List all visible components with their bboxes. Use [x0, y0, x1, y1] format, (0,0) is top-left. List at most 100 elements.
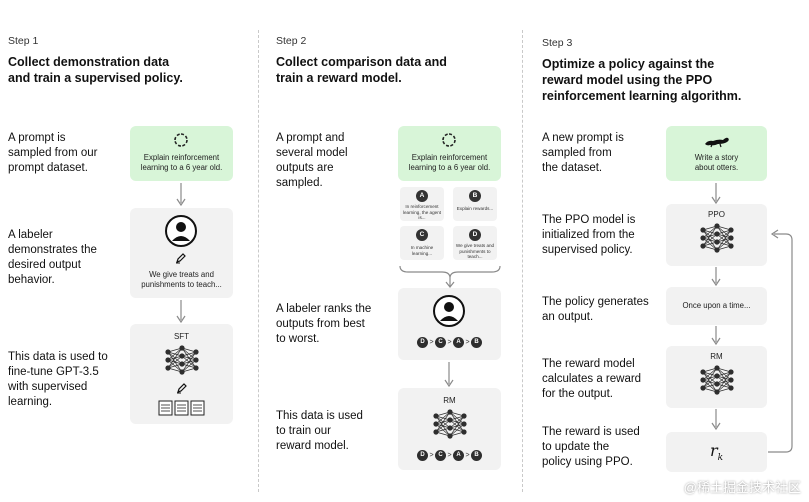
- greater-than-sign: >: [447, 339, 452, 346]
- step3-title-line1: Optimize a policy against the: [542, 57, 715, 71]
- desc-line: to train our: [276, 425, 331, 437]
- desc-line: the dataset.: [542, 162, 603, 174]
- documents-icon: [158, 400, 205, 416]
- step3-prompt-box: Write a story about otters.: [666, 126, 767, 181]
- desc-line: The PPO model is: [542, 214, 636, 226]
- rank-item: B: [471, 450, 482, 461]
- step1-desc-sft: This data is used to fine-tune GPT-3.5 w…: [8, 350, 108, 410]
- step3-output-box: Once upon a time...: [666, 287, 767, 325]
- step1-title-line1: Collect demonstration data: [8, 55, 170, 69]
- refresh-cycle-icon: [174, 133, 188, 147]
- rank-item: C: [435, 450, 446, 461]
- rank-item: D: [417, 450, 428, 461]
- step1-title-line2: and train a supervised policy.: [8, 71, 183, 85]
- greater-than-sign: >: [465, 452, 470, 459]
- desc-line: A labeler ranks the: [276, 303, 372, 315]
- step3-rm-box: RM: [666, 346, 767, 408]
- desc-line: fine-tune GPT-3.5: [8, 366, 99, 378]
- arrow-down-icon: [444, 362, 454, 388]
- step2-column: Step 2 Collect comparison data and train…: [268, 0, 522, 502]
- column-divider: [258, 30, 259, 492]
- output-text: Explain rewards...: [456, 206, 494, 211]
- step3-desc-prompt: A new prompt is sampled from the dataset…: [542, 131, 624, 176]
- pencil-icon: [176, 253, 186, 264]
- sft-label: SFT: [173, 332, 190, 341]
- desc-line: an output.: [542, 311, 594, 323]
- step1-prompt-box: Explain reinforcement learning to a 6 ye…: [130, 126, 233, 181]
- greater-than-sign: >: [429, 339, 434, 346]
- step3-title-line3: reinforcement learning algorithm.: [542, 89, 742, 103]
- step2-rm-box: RM D>C>A>B: [398, 388, 501, 470]
- rank-item: A: [453, 450, 464, 461]
- refresh-cycle-icon: [442, 133, 456, 147]
- person-icon: [433, 295, 465, 327]
- pencil-icon: [177, 383, 187, 394]
- desc-line: reward model.: [276, 440, 349, 452]
- arrow-down-icon: [711, 267, 721, 287]
- step2-prompt-box: Explain reinforcement learning to a 6 ye…: [398, 126, 501, 181]
- feedback-loop-arrow-icon: [768, 229, 793, 453]
- step2-desc-rm: This data is used to train our reward mo…: [276, 409, 363, 454]
- output-text: We give treats and punishments to teach.…: [455, 243, 495, 259]
- desc-line: prompt dataset.: [8, 162, 88, 174]
- desc-line: desired output: [8, 259, 81, 271]
- step3-ppo-box: PPO: [666, 204, 767, 266]
- desc-line: behavior.: [8, 274, 55, 286]
- bracket-arrow-icon: [399, 266, 501, 288]
- desc-line: several model: [276, 147, 348, 159]
- rank-item: A: [453, 337, 464, 348]
- rank-item: D: [417, 337, 428, 348]
- step2-ranking-box: D>C>A>B: [398, 288, 501, 360]
- output-text: In reinforcement learning, the agent is.…: [402, 204, 442, 220]
- desc-line: The reward is used: [542, 426, 640, 438]
- step3-reward-box: rk: [666, 432, 767, 472]
- greater-than-sign: >: [465, 339, 470, 346]
- step1-column: Step 1 Collect demonstration data and tr…: [0, 0, 258, 502]
- neural-network-icon: [165, 345, 199, 375]
- desc-line: with supervised: [8, 381, 88, 393]
- prompt-line: about otters.: [694, 163, 739, 172]
- desc-line: A prompt and: [276, 132, 345, 144]
- greater-than-sign: >: [429, 452, 434, 459]
- step1-title: Collect demonstration data and train a s…: [8, 54, 253, 86]
- step3-column: Step 3 Optimize a policy against the rew…: [534, 0, 809, 502]
- step2-desc-outputs: A prompt and several model outputs are s…: [276, 131, 348, 191]
- step1-prompt-text: Explain reinforcement learning to a 6 ye…: [130, 153, 233, 173]
- labeler-line: punishments to teach...: [141, 280, 222, 289]
- step3-desc-update: The reward is used to update the policy …: [542, 425, 640, 470]
- output-badge: C: [416, 229, 428, 241]
- desc-line: initialized from the: [542, 229, 635, 241]
- arrow-down-icon: [711, 183, 721, 205]
- step2-prompt-text: Explain reinforcement learning to a 6 ye…: [398, 153, 501, 173]
- prompt-line: learning to a 6 year old.: [408, 163, 491, 172]
- rank-item: C: [435, 337, 446, 348]
- desc-line: to update the: [542, 441, 610, 453]
- arrow-down-icon: [711, 326, 721, 346]
- step3-desc-ppo: The PPO model is initialized from the su…: [542, 213, 635, 258]
- step2-outputs-box: A In reinforcement learning, the agent i…: [398, 185, 501, 267]
- desc-line: sampled.: [276, 177, 323, 189]
- rm-label: RM: [443, 396, 456, 405]
- step2-title: Collect comparison data and train a rewa…: [276, 54, 516, 86]
- desc-line: supervised policy.: [542, 244, 633, 256]
- step1-label: Step 1: [8, 35, 39, 47]
- neural-network-icon: [433, 409, 467, 439]
- neural-network-icon: [700, 365, 734, 395]
- output-badge: D: [469, 229, 481, 241]
- reward-subscript: k: [717, 453, 724, 464]
- column-divider: [522, 30, 523, 492]
- ranking-order: D>C>A>B: [398, 337, 501, 348]
- rm-label: RM: [710, 352, 723, 361]
- desc-line: The reward model: [542, 358, 635, 370]
- step1-labeler-box: We give treats and punishments to teach.…: [130, 208, 233, 298]
- desc-line: sampled from: [542, 147, 612, 159]
- desc-line: The policy generates: [542, 296, 649, 308]
- otter-icon: [705, 137, 729, 148]
- step3-prompt-text: Write a story about otters.: [666, 153, 767, 173]
- labeler-line: We give treats and: [149, 270, 214, 279]
- step1-labeler-text: We give treats and punishments to teach.…: [130, 270, 233, 290]
- step3-label: Step 3: [542, 37, 573, 49]
- desc-line: demonstrates the: [8, 244, 97, 256]
- prompt-line: learning to a 6 year old.: [140, 163, 223, 172]
- prompt-line: Explain reinforcement: [143, 153, 220, 162]
